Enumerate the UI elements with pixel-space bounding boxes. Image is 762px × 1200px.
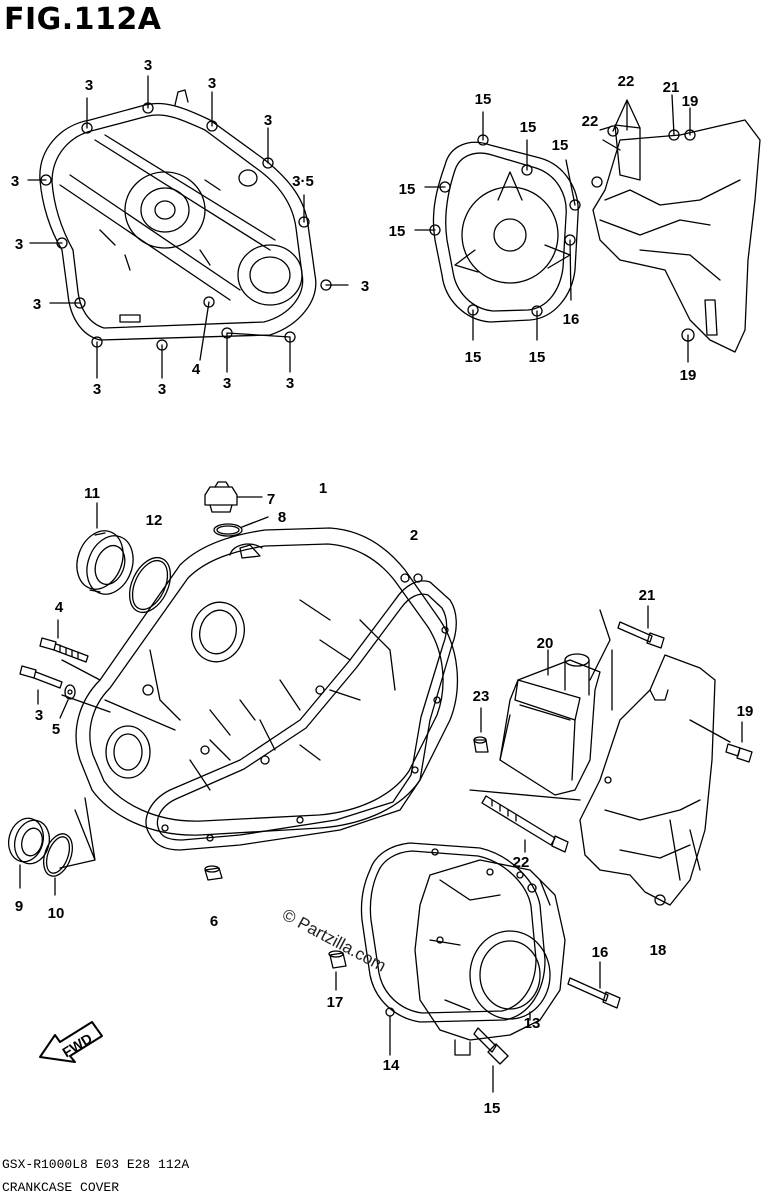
magneto-cover-13: [414, 859, 566, 1056]
callout: 3: [286, 375, 294, 392]
model-code: GSX-R1000L8 E03 E28 112A: [2, 1157, 190, 1172]
callout: 16: [592, 944, 609, 961]
callout: 22: [582, 113, 599, 130]
bolt-4: [39, 619, 89, 663]
callout: 15: [475, 91, 492, 108]
callout: 4: [192, 361, 201, 378]
figure-caption: CRANKCASE COVER: [2, 1180, 120, 1195]
callout: 15: [529, 349, 546, 366]
callout: 11: [84, 485, 100, 502]
callout: 3: [223, 375, 231, 392]
callout: 12: [146, 512, 163, 529]
callout: 3: [35, 707, 43, 724]
callout-labels: 3 3 3 3 3·5 3 3 3 3 3 3 3 3 4 15 15 15 1…: [11, 57, 754, 1117]
callout: 3: [85, 77, 93, 94]
callout: 21: [639, 587, 656, 604]
dowel-23: [473, 707, 489, 753]
bolt-3: [19, 665, 63, 705]
callout: 3: [264, 112, 272, 129]
callout: 3: [93, 381, 101, 398]
o-ring-12: [128, 556, 172, 614]
callout: 19: [682, 93, 699, 110]
callout: 20: [537, 635, 554, 652]
callout: 3: [144, 57, 152, 74]
clutch-cover-top: [27, 75, 349, 379]
callout: 19: [680, 367, 697, 384]
bolt-21: [617, 605, 665, 649]
callout: 3: [33, 296, 41, 313]
reference-lines: [59, 609, 731, 869]
callout: 3·5: [292, 173, 314, 190]
callout: 23: [473, 688, 490, 705]
callout: 15: [520, 119, 537, 136]
fwd-label: FWD: [59, 1030, 95, 1060]
callout: 3: [158, 381, 166, 398]
gasket-14: [360, 842, 546, 1056]
o-ring-8: [213, 516, 269, 537]
callout: 15: [389, 223, 406, 240]
bolt-19: [725, 721, 753, 763]
magneto-cover-top: [414, 111, 581, 341]
dowel-6: [204, 865, 223, 881]
starter-cover-18: [579, 654, 716, 906]
callout: 17: [327, 994, 344, 1011]
callout: 10: [48, 905, 65, 922]
callout: 15: [465, 349, 482, 366]
callout: 2: [410, 527, 418, 544]
callout: 21: [663, 79, 680, 96]
bolt-22: [481, 795, 569, 853]
bolt-16: [567, 961, 621, 1009]
callout: 8: [278, 509, 286, 526]
callout: 19: [737, 703, 754, 720]
dowel-17: [328, 950, 347, 991]
callout: 22: [513, 854, 530, 871]
figure-title: FIG.112A: [4, 2, 162, 37]
callout: 3: [208, 75, 216, 92]
callout: 4: [55, 599, 64, 616]
callout: 3: [11, 173, 19, 190]
callout: 14: [383, 1057, 400, 1074]
starter-cover-top: [591, 94, 761, 363]
callout: 7: [267, 491, 275, 508]
callout: 18: [650, 942, 667, 959]
gasket-main: [145, 573, 457, 851]
callout: 13: [524, 1015, 541, 1032]
oil-seal-11: [76, 502, 134, 595]
callout: 22: [618, 73, 635, 90]
oil-filler-cap-7: [204, 481, 263, 513]
callout: 15: [552, 137, 569, 154]
clutch-cover-main: [75, 527, 458, 836]
bracket-20: [499, 649, 601, 796]
seal-9: [7, 817, 51, 889]
callout: 9: [15, 898, 23, 915]
washer-5: [59, 684, 76, 719]
o-ring-10: [43, 833, 73, 896]
callout: 6: [210, 913, 218, 930]
callout: 16: [563, 311, 580, 328]
callout: 1: [319, 480, 327, 497]
callout: 15: [399, 181, 416, 198]
fwd-arrow-icon: FWD: [39, 1021, 103, 1063]
callout: 3: [15, 236, 23, 253]
callout: 5: [52, 721, 60, 738]
bolt-15: [473, 1027, 509, 1093]
callout: 15: [484, 1100, 501, 1117]
callout: 3: [361, 278, 369, 295]
